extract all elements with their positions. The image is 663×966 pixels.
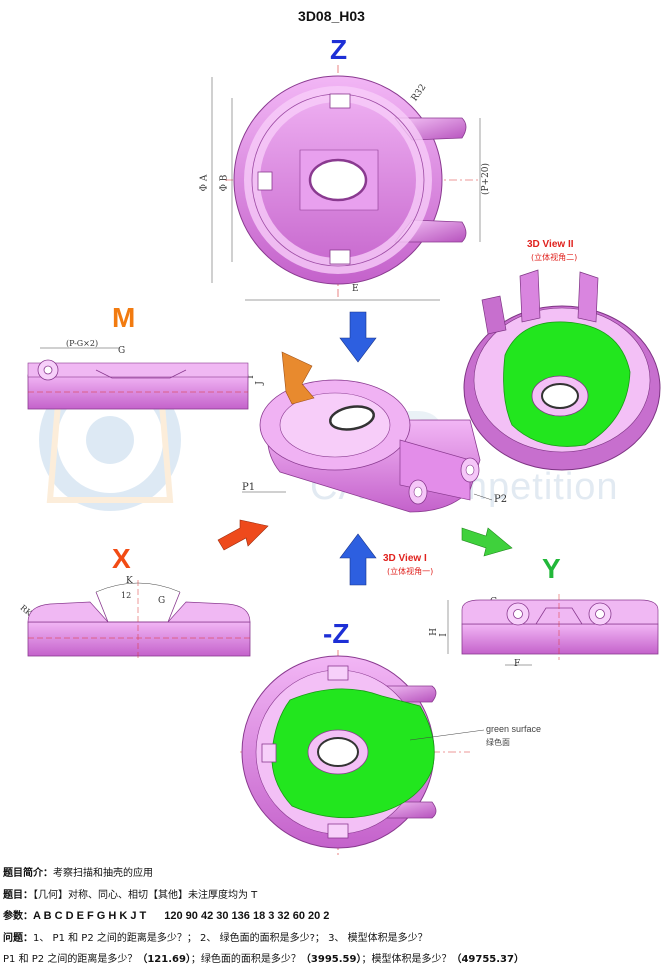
green-surface-label-cn: 绿色面 — [486, 738, 510, 747]
answer-q3: ；模型体积是多少？ — [361, 954, 452, 965]
drawing-title: 3D08_H03 — [298, 8, 365, 24]
params-line: 参数：A B C D E F G H K J T 120 90 42 30 136… — [3, 910, 329, 923]
answer-v2: （3995.59） — [300, 954, 362, 965]
answer-v3: （49755.37） — [451, 954, 524, 965]
side-view-m — [27, 347, 249, 410]
iso-view-1 — [242, 379, 493, 513]
answer-v1: （121.69） — [137, 954, 191, 965]
questions-text: 1、 P1 和 P2 之间的距离是多少？； 2、 绿色面的面积是多少?； 3、 … — [33, 933, 428, 944]
intro-label: 题目简介： — [3, 868, 53, 879]
dim-k: K — [126, 576, 133, 586]
bottom-view-neg-z — [240, 650, 485, 855]
view1-title: 3D View I — [383, 553, 427, 564]
questions-line: 问题：1、 P1 和 P2 之间的距离是多少？； 2、 绿色面的面积是多少?； … — [3, 932, 428, 945]
drawing-canvas — [27, 65, 661, 855]
view-label-y: Y — [542, 553, 561, 584]
view2-subtitle: (立体视角二) — [531, 253, 578, 262]
dim-f: F — [514, 659, 521, 669]
dim-p-minus-2g: (P-G×2) — [66, 339, 99, 348]
y-direction-arrow-icon — [461, 527, 513, 557]
topic-line: 题目：【几何】对称、同心、相切【其他】未注厚度均为 T — [3, 889, 257, 902]
dim-e: E — [352, 284, 359, 294]
dim-g-x: G — [158, 596, 166, 606]
view1-subtitle: (立体视角一) — [387, 567, 434, 576]
answer-q2: ；绿色面的面积是多少？ — [190, 954, 301, 965]
green-surface-label: green surface — [486, 724, 542, 734]
top-view-z — [211, 65, 481, 301]
point-p2-label: P2 — [494, 494, 508, 505]
x-direction-arrow-icon — [217, 519, 269, 551]
neg-z-direction-arrow-icon — [339, 533, 377, 586]
view-label-z: Z — [330, 34, 348, 65]
dim-g-m: G — [118, 346, 126, 356]
point-p1-label: P1 — [242, 482, 256, 493]
params-label: 参数： — [3, 911, 33, 922]
dim-12: 12 — [121, 591, 132, 600]
side-view-x — [27, 580, 251, 660]
topic-label: 题目： — [3, 890, 33, 901]
iso-view-2 — [463, 269, 661, 471]
topic-text: 【几何】对称、同心、相切【其他】未注厚度均为 T — [33, 890, 258, 901]
z-direction-arrow-icon — [339, 311, 377, 363]
answer-q1: P1 和 P2 之间的距离是多少？ — [3, 954, 138, 965]
view-label-neg-z: -Z — [323, 618, 350, 649]
side-view-y — [447, 594, 659, 666]
view-label-m: M — [112, 302, 136, 333]
questions-label: 问题： — [3, 933, 33, 944]
view2-title: 3D View II — [527, 239, 574, 250]
m-direction-arrow-icon — [281, 351, 315, 405]
view-label-x: X — [112, 543, 131, 574]
params-values: 120 90 42 30 136 18 3 32 60 20 2 — [164, 910, 330, 922]
intro-text: 考察扫描和抽壳的应用 — [53, 868, 153, 879]
answers-line: P1 和 P2 之间的距离是多少？（121.69）；绿色面的面积是多少？（399… — [3, 953, 524, 966]
intro-line: 题目简介：考察扫描和抽壳的应用 — [3, 867, 153, 880]
params-letters: A B C D E F G H K J T — [33, 910, 147, 922]
